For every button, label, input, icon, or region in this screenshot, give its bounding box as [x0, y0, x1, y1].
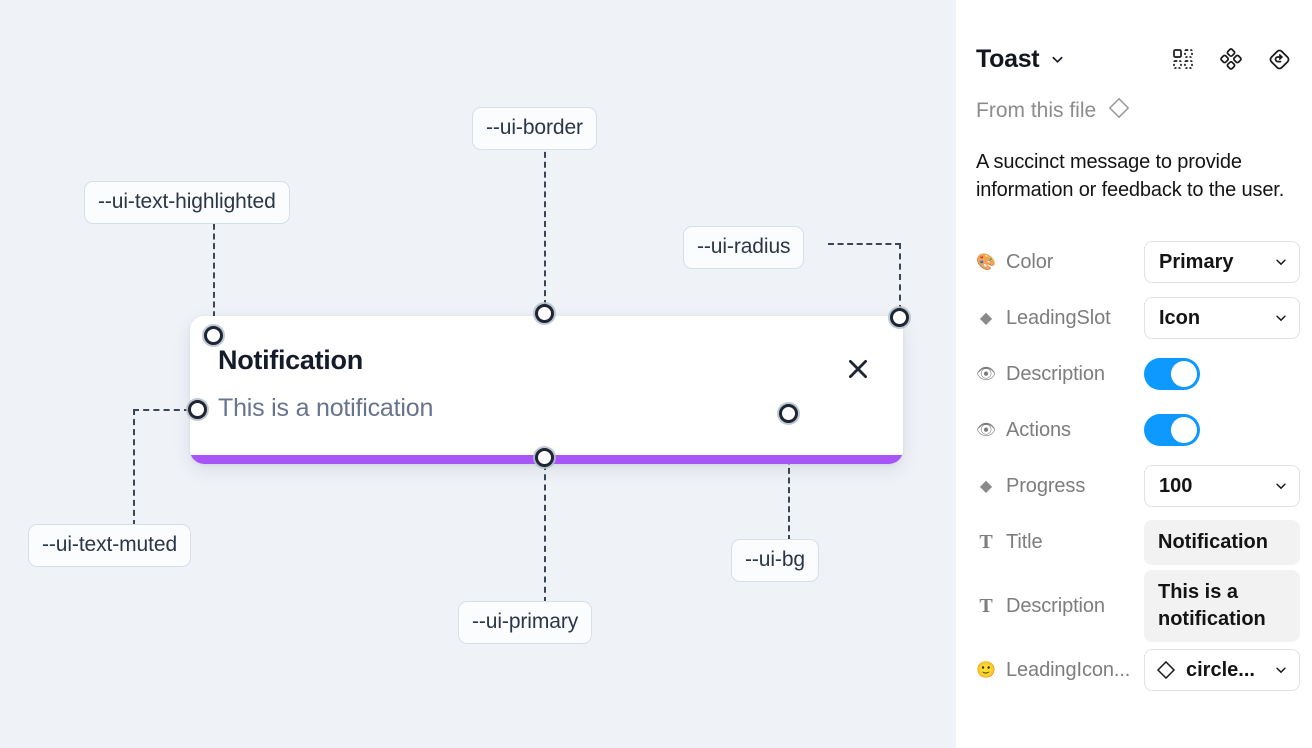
component-grid-icon[interactable]	[1170, 46, 1196, 72]
actions-toggle[interactable]	[1144, 414, 1200, 447]
property-label-color: 🎨 Color	[976, 250, 1054, 273]
variant-diamond-dots-icon[interactable]	[1218, 46, 1244, 72]
property-label-actions: 👁 Actions	[976, 418, 1071, 441]
property-row-color: 🎨 Color Primary	[976, 234, 1300, 290]
toggle-knob	[1171, 361, 1197, 388]
eye-emoji-icon: 👁	[976, 366, 997, 384]
text-t-icon: T	[979, 594, 993, 617]
property-row-title: T Title Notification	[976, 514, 1300, 570]
property-row-leadingslot: ◆ LeadingSlot Icon	[976, 290, 1300, 346]
diamond-component-icon	[1155, 659, 1177, 681]
property-row-description-toggle: 👁 Description	[976, 346, 1292, 402]
token-chip-ui-bg[interactable]: --ui-bg	[731, 539, 819, 582]
close-x-icon[interactable]	[843, 354, 873, 384]
token-chip-ui-text-muted[interactable]: --ui-text-muted	[28, 524, 192, 567]
token-chip-ui-border[interactable]: --ui-border	[472, 107, 597, 150]
reset-instance-icon[interactable]	[1266, 46, 1292, 72]
component-description: A succinct message to provide informatio…	[976, 151, 1285, 201]
connector-ui-radius-vertical	[899, 243, 901, 311]
leadingslot-select[interactable]: Icon	[1144, 297, 1300, 340]
title-input[interactable]: Notification	[1144, 519, 1300, 565]
text-t-icon: T	[979, 530, 993, 553]
connector-ui-radius-horizontal	[828, 243, 901, 245]
chevron-down-icon	[1274, 255, 1288, 269]
chevron-down-icon	[1274, 479, 1288, 493]
handle-ui-border[interactable]	[535, 304, 554, 323]
handle-ui-text-highlighted[interactable]	[204, 326, 223, 345]
connector-ui-primary	[544, 464, 546, 603]
description-toggle[interactable]	[1144, 358, 1200, 391]
chevron-down-icon	[1274, 663, 1288, 677]
toast-description: This is a notification	[218, 394, 434, 422]
handle-ui-radius[interactable]	[890, 308, 909, 327]
property-row-progress: ◆ Progress 100	[976, 458, 1300, 514]
handle-ui-bg[interactable]	[779, 404, 798, 423]
design-canvas[interactable]: Notification This is a notification --ui…	[0, 0, 956, 748]
toast-title: Notification	[218, 345, 363, 375]
diamond-icon: ◆	[979, 310, 993, 328]
property-label-description: 👁 Description	[976, 362, 1105, 385]
from-this-file-label: From this file	[976, 99, 1097, 122]
chevron-down-icon	[1274, 311, 1288, 325]
chevron-down-icon[interactable]	[1050, 52, 1065, 67]
color-select[interactable]: Primary	[1144, 241, 1300, 284]
toggle-knob	[1171, 417, 1197, 444]
property-label-leadingicon: 🙂 LeadingIcon...	[976, 658, 1131, 681]
property-row-leadingicon: 🙂 LeadingIcon... circle...	[976, 642, 1300, 698]
leadingicon-select[interactable]: circle...	[1144, 649, 1300, 692]
property-label-description-text: T Description	[976, 595, 1144, 618]
from-this-file-row: From this file	[976, 96, 1292, 126]
property-label-progress: ◆ Progress	[976, 475, 1144, 498]
eye-emoji-icon: 👁	[976, 422, 997, 440]
connector-ui-border	[544, 142, 546, 306]
connector-ui-text-highlighted	[213, 214, 215, 327]
property-list: 🎨 Color Primary ◆ LeadingSlot	[976, 234, 1300, 698]
header-icon-group	[1170, 46, 1292, 72]
panel-header: Toast	[976, 28, 1292, 90]
diamond-icon: ◆	[979, 478, 993, 496]
token-chip-ui-text-highlighted[interactable]: --ui-text-highlighted	[84, 181, 290, 224]
description-input[interactable]: This is a notification	[1144, 570, 1300, 643]
handle-ui-text-muted[interactable]	[188, 400, 207, 419]
connector-ui-text-muted-horizontal	[133, 409, 190, 411]
token-chip-ui-primary[interactable]: --ui-primary	[458, 601, 593, 644]
palette-emoji-icon: 🎨	[976, 254, 996, 272]
toast-component-preview[interactable]: Notification This is a notification	[190, 316, 903, 464]
progress-select[interactable]: 100	[1144, 465, 1300, 508]
property-row-description-text: T Description This is a notification	[976, 570, 1300, 643]
property-label-leadingslot: ◆ LeadingSlot	[976, 307, 1144, 330]
property-row-actions-toggle: 👁 Actions	[976, 402, 1292, 458]
properties-panel: Toast	[956, 0, 1312, 748]
handle-ui-primary[interactable]	[535, 448, 554, 467]
diamond-component-icon	[1107, 96, 1131, 126]
connector-ui-text-muted-vertical	[133, 409, 135, 526]
token-chip-ui-radius[interactable]: --ui-radius	[683, 226, 805, 269]
smiley-emoji-icon: 🙂	[976, 662, 996, 680]
panel-title: Toast	[976, 44, 1040, 73]
property-label-title: T Title	[976, 531, 1144, 554]
